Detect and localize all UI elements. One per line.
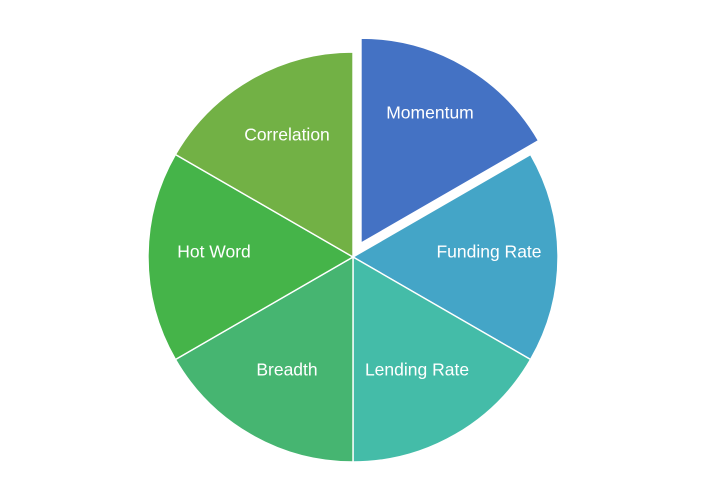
pie-slice-momentum[interactable] xyxy=(360,37,540,244)
pie-slice-label-hot-word: Hot Word xyxy=(177,242,251,262)
pie-slice-label-funding-rate: Funding Rate xyxy=(436,242,541,262)
pie-slice-breadth[interactable] xyxy=(174,256,354,463)
pie-slices-group xyxy=(147,37,559,463)
pie-slice-lending-rate[interactable] xyxy=(352,256,532,463)
pie-slice-hot-word[interactable] xyxy=(147,153,354,361)
pie-slice-funding-rate[interactable] xyxy=(352,153,559,361)
pie-slice-label-lending-rate: Lending Rate xyxy=(365,360,469,380)
pie-slice-label-momentum: Momentum xyxy=(386,103,474,123)
pie-slice-label-correlation: Correlation xyxy=(244,125,330,145)
pie-slice-correlation[interactable] xyxy=(174,51,354,258)
pie-slice-label-breadth: Breadth xyxy=(256,360,317,380)
